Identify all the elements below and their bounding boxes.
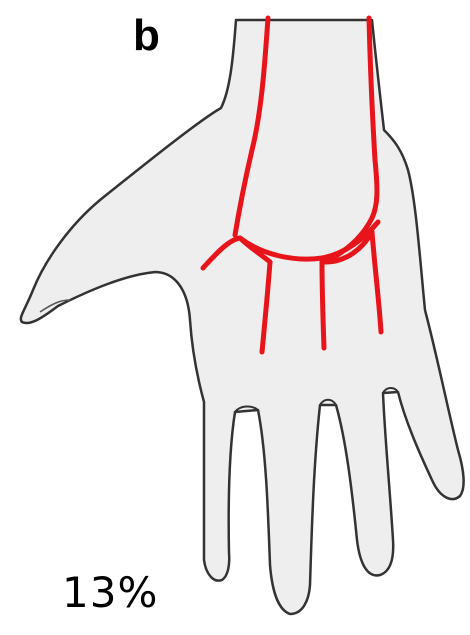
panel-label: b (133, 14, 160, 58)
digital-artery-2 (322, 260, 324, 348)
percentage-label: 13% (62, 572, 158, 614)
hand-outline (21, 20, 464, 614)
